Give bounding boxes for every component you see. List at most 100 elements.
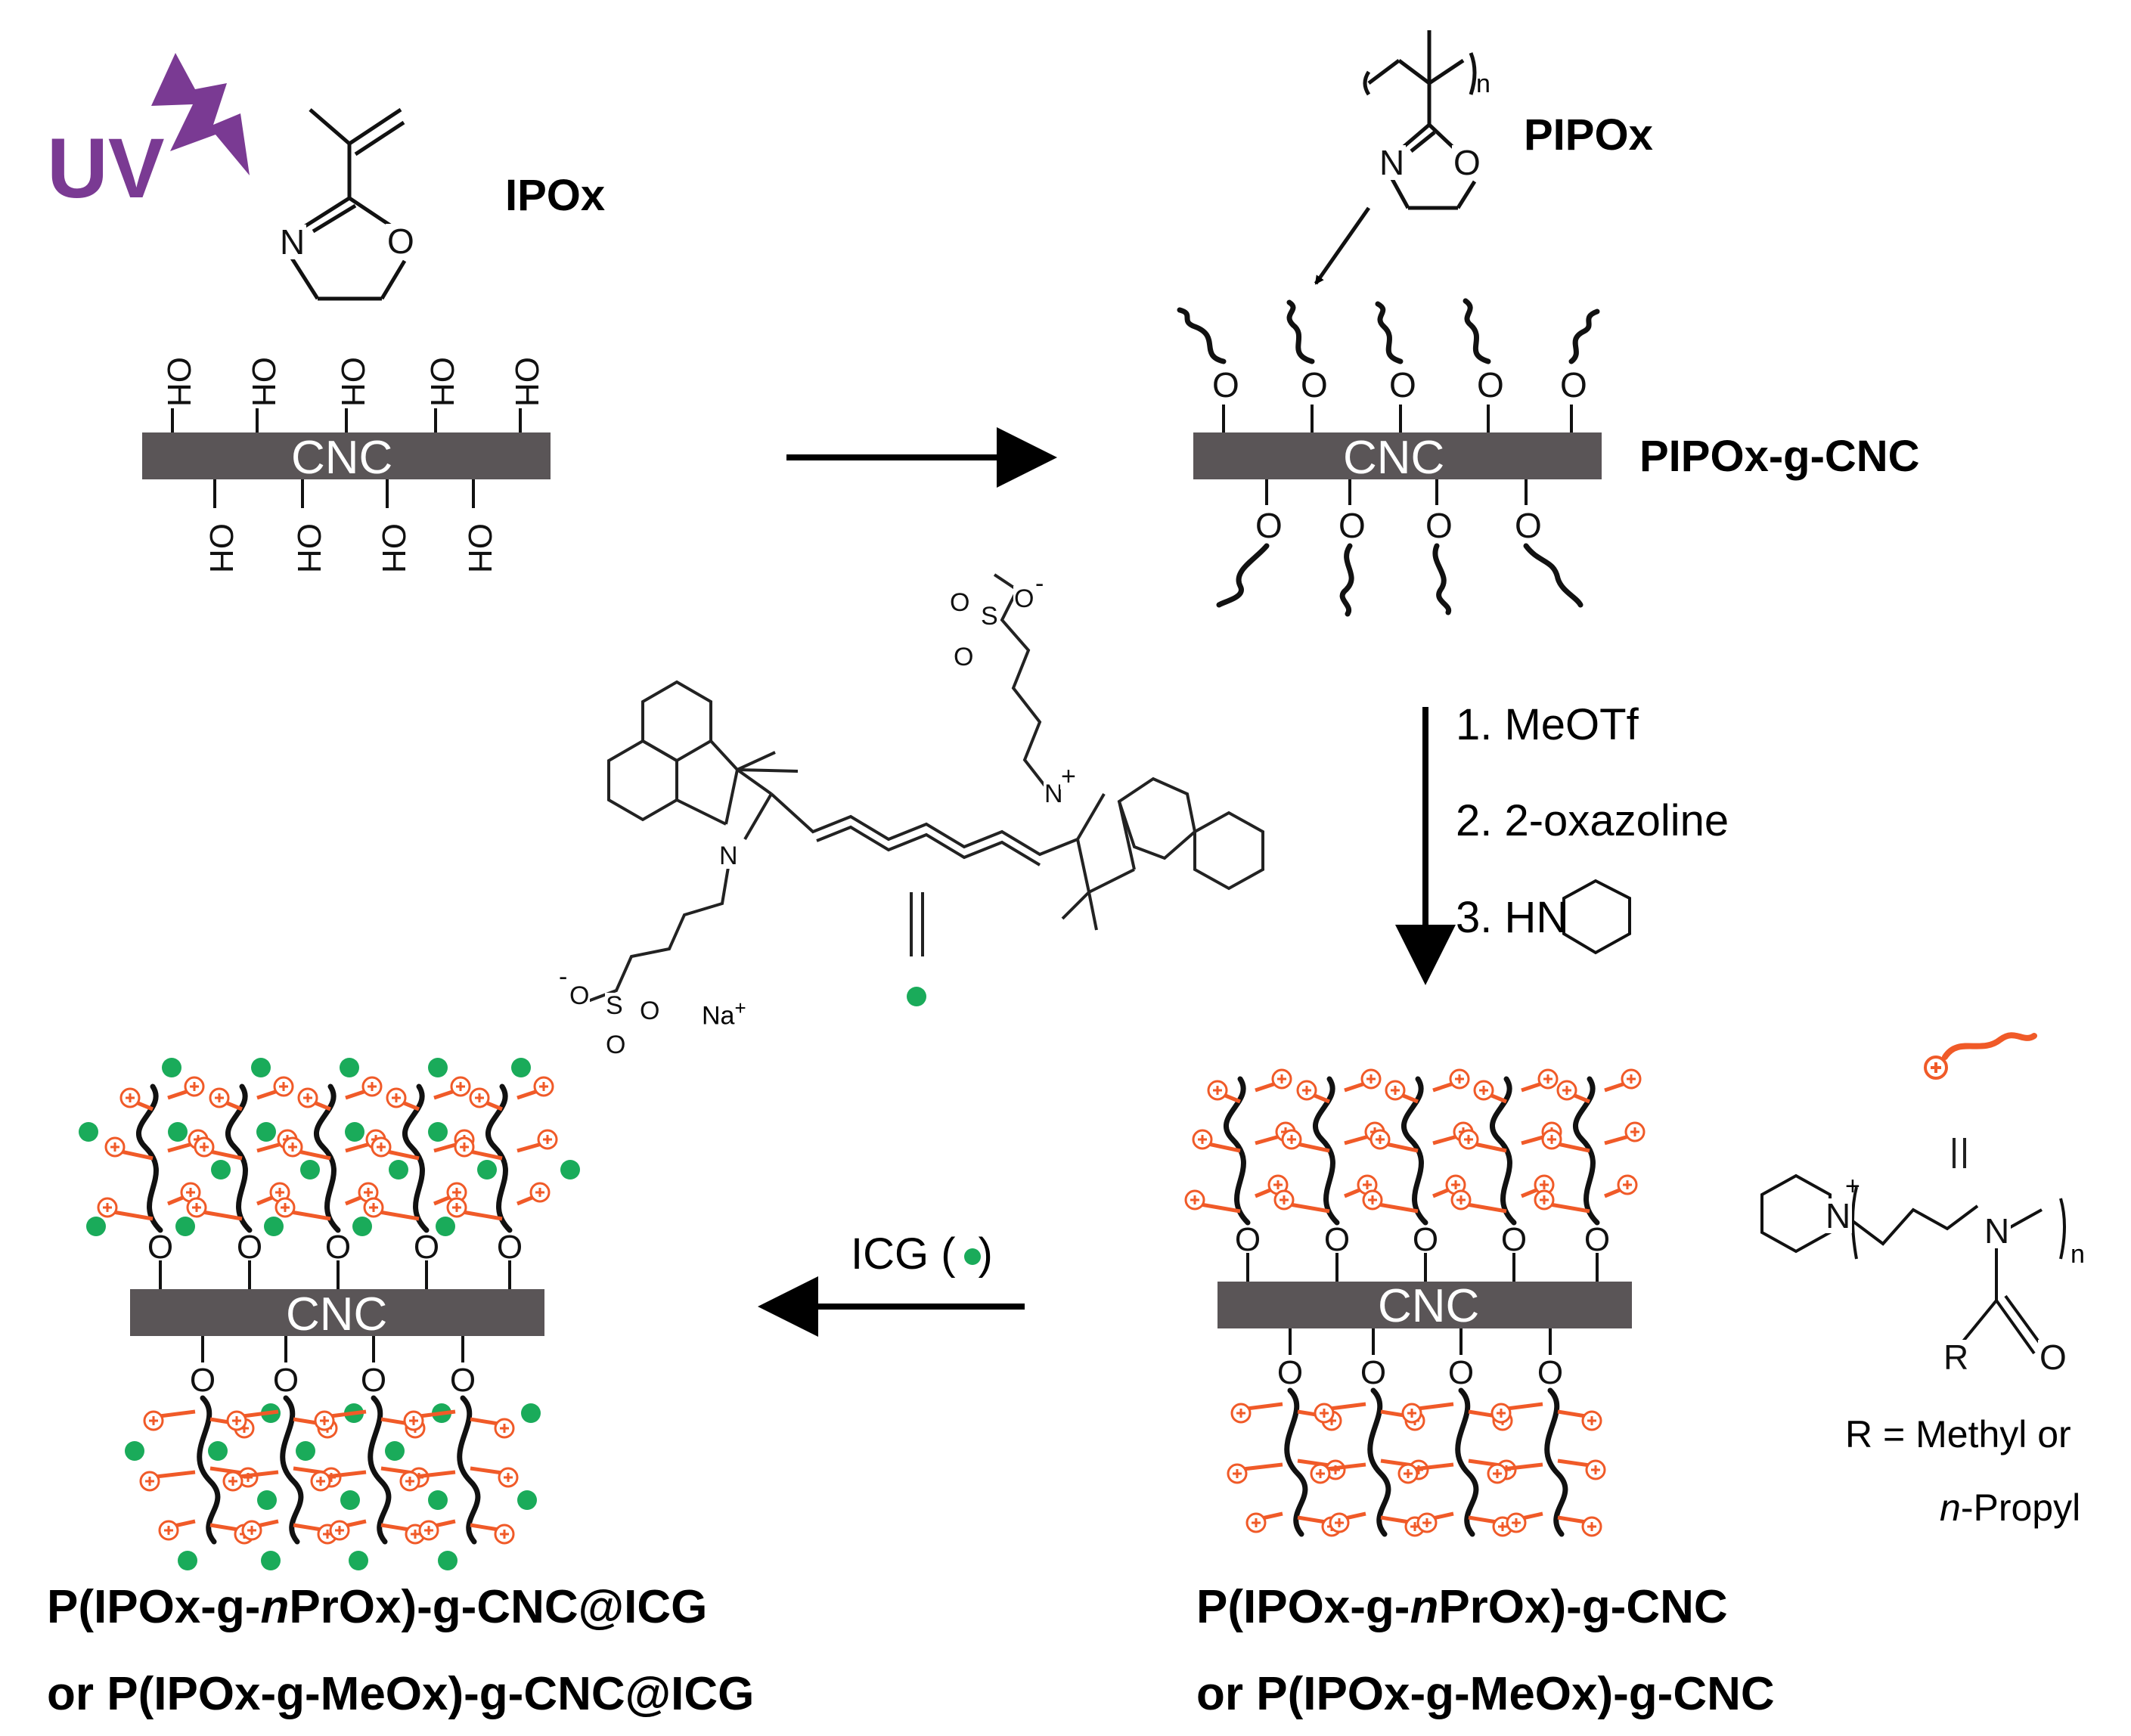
ether-o: O — [497, 1229, 523, 1266]
cnc-label-cationic: CNC — [1378, 1280, 1480, 1332]
legend-o-atom: O — [2038, 1338, 2068, 1377]
lightning-bolt-icon — [151, 53, 250, 175]
legend-r-atom: R — [1942, 1338, 1971, 1377]
ether-o: O — [147, 1229, 173, 1266]
oh-top-2: OH — [245, 357, 282, 407]
pipox-cnc-o-9: O — [1513, 506, 1543, 545]
icg-dot — [261, 1551, 281, 1570]
icg-dot — [251, 1058, 271, 1077]
oh-top-3: OH — [334, 357, 371, 407]
icg-dot — [125, 1441, 144, 1461]
product-left-line1: P(IPOx-g-nPrOx)-g-CNC@ICG — [47, 1580, 707, 1634]
icg-dot — [79, 1122, 98, 1142]
legend-polymer-structure — [1760, 1173, 2066, 1355]
product-right-line2: or P(IPOx-g-MeOx)-g-CNC — [1196, 1668, 1775, 1720]
polymer-chain — [1544, 1387, 1568, 1537]
ipox-structure — [289, 107, 407, 301]
product-left-line2: or P(IPOx-g-MeOx)-g-CNC@ICG — [47, 1668, 755, 1720]
pipox-structure — [1314, 30, 1477, 285]
icg-dot — [517, 1490, 537, 1510]
icg-dot — [211, 1160, 231, 1180]
icg-dot — [300, 1160, 320, 1180]
product-right-line1-italic: n — [1410, 1581, 1439, 1633]
icg-n-right: N — [1044, 780, 1064, 808]
icg-dot — [428, 1058, 448, 1077]
icg-dot — [560, 1160, 580, 1180]
ipox-label: IPOx — [505, 171, 606, 220]
icg-reagent-prefix: ICG ( — [851, 1229, 956, 1279]
oh-top-1: OH — [160, 357, 197, 407]
cnc-label-pipox: CNC — [1343, 432, 1445, 484]
pipox-subscript-n: n — [1476, 70, 1490, 98]
icg-dot — [175, 1217, 195, 1236]
pipox-chains — [1177, 298, 1600, 617]
step-3: 3. HN — [1456, 892, 1568, 943]
oh-top-5: OH — [508, 357, 545, 407]
icg-o-left-3: O — [605, 1031, 627, 1059]
icg-reagent-suffix: ) — [978, 1229, 993, 1279]
icg-reagent-label: ICG () — [851, 1229, 993, 1279]
icg-minus-right: - — [1034, 569, 1045, 598]
icg-o-right-3: O — [953, 643, 975, 671]
legend-r-definition: R = Methyl or — [1845, 1413, 2071, 1455]
icg-dot — [168, 1122, 188, 1142]
polymer-chain — [457, 1395, 481, 1545]
cnc-bar-cationic — [1217, 1282, 1632, 1328]
icg-structure — [585, 573, 1264, 1003]
legend-subscript-n: n — [2071, 1240, 2085, 1269]
cnc-bar-icg — [130, 1289, 544, 1336]
step-2: 2. 2-oxazoline — [1456, 796, 1729, 845]
icg-s-left: S — [605, 991, 624, 1020]
icg-o-left-2: O — [639, 997, 661, 1025]
green-dot-icon — [964, 1248, 981, 1265]
oh-bottom-4: OH — [461, 523, 498, 573]
icg-dot — [86, 1217, 106, 1236]
polymer-chain — [197, 1395, 221, 1545]
product-left-line1-b: PrOx)-g-CNC@ICG — [289, 1581, 708, 1633]
icg-dot — [436, 1217, 455, 1236]
pipox-cnc-o-7: O — [1337, 506, 1367, 545]
green-dot-icon — [907, 987, 926, 1006]
pipox-cnc-o-3: O — [1388, 365, 1418, 405]
ether-o: O — [1413, 1221, 1438, 1258]
pipox-cnc-o-5: O — [1559, 365, 1589, 405]
ether-o: O — [237, 1229, 262, 1266]
pipox-cnc-o-4: O — [1475, 365, 1506, 405]
cnc-label-icg: CNC — [286, 1288, 388, 1341]
icg-dot — [521, 1403, 541, 1423]
ether-o: O — [325, 1229, 351, 1266]
sodium-label: Na+ — [702, 997, 746, 1031]
polymer-chain — [368, 1395, 392, 1545]
uv-label: UV — [47, 121, 165, 215]
oh-bottom-2: OH — [290, 523, 327, 573]
icg-dot — [296, 1441, 315, 1461]
icg-dot — [349, 1551, 368, 1570]
icg-n-left: N — [718, 842, 739, 870]
sodium-symbol: Na — [702, 1001, 735, 1031]
icg-dot — [511, 1058, 531, 1077]
ether-o: O — [450, 1362, 476, 1399]
pipox-cnc-o-2: O — [1299, 365, 1329, 405]
pipox-cnc-o-6: O — [1254, 506, 1284, 545]
ether-o: O — [273, 1362, 299, 1399]
step-1: 1. MeOTf — [1456, 700, 1639, 749]
legend-r-definition-line2: n-Propyl — [1940, 1486, 2080, 1530]
ether-o: O — [1537, 1354, 1563, 1391]
ether-o: O — [1360, 1354, 1386, 1391]
icg-n-right-charge: + — [1060, 762, 1077, 791]
pipox-label: PIPOx — [1524, 110, 1653, 160]
icg-o-left-1: O — [569, 981, 591, 1010]
cnc-bar-pipox — [1193, 432, 1602, 479]
product-left-line1-a: P(IPOx-g- — [47, 1581, 261, 1633]
pipox-n-atom: N — [1378, 143, 1407, 182]
ether-o: O — [190, 1362, 216, 1399]
ether-o: O — [1584, 1221, 1610, 1258]
piperidine-ring — [1562, 879, 1631, 955]
ether-o: O — [414, 1229, 439, 1266]
icg-dot — [352, 1217, 372, 1236]
pipox-o-atom: O — [1452, 143, 1482, 182]
